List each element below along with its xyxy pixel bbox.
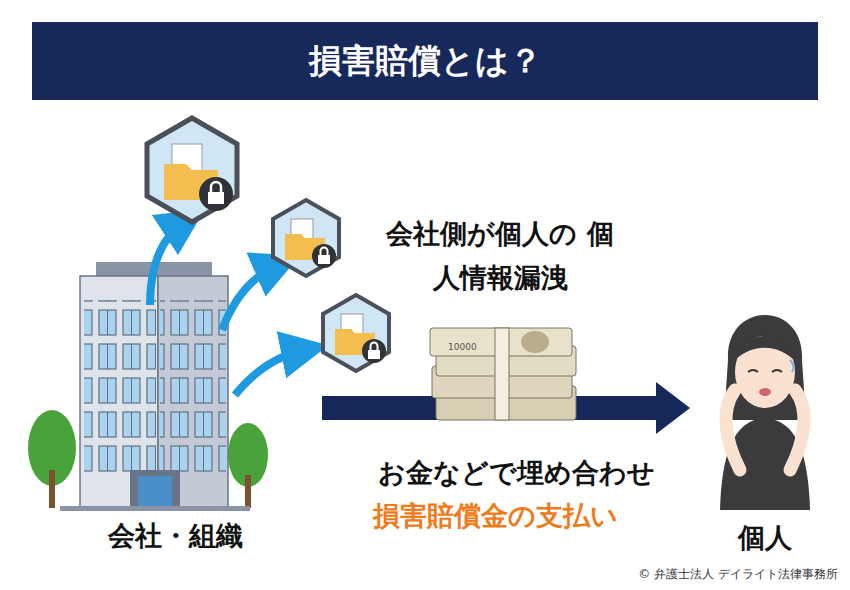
copyright: © 弁護士法人 デイライト法律事務所 <box>600 566 838 583</box>
edge-label: お金などで埋め合わせ <box>375 455 658 491</box>
banknote-value: 10000 <box>448 342 477 352</box>
figure-node: 個人 <box>690 290 840 562</box>
leak-note: 会社側が個人の 個人情報漏洩 <box>380 212 620 300</box>
figure-node: 会社・組織 <box>40 262 322 560</box>
node-label: 会社・組織 <box>65 518 285 554</box>
title-text: 損害賠償とは？ <box>32 22 818 100</box>
payment-label: 損害賠償金の支払い <box>330 498 660 534</box>
node-label: 個人 <box>690 520 840 556</box>
